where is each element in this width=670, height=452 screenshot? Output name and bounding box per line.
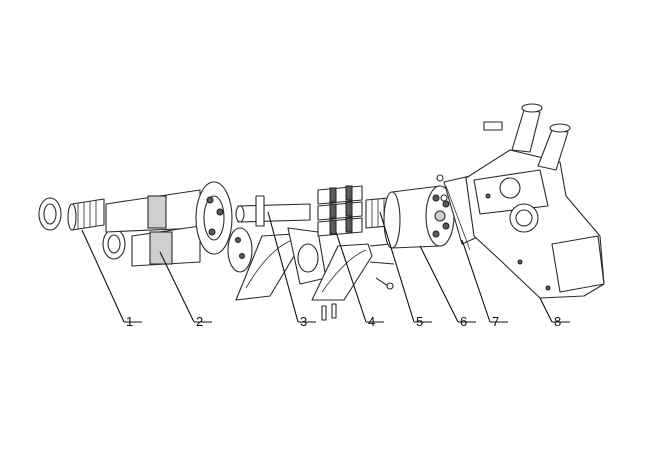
callout-8: 8 [554, 314, 561, 329]
leader-1 [81, 229, 125, 323]
callout-7: 7 [492, 314, 499, 329]
callout-5: 5 [416, 314, 423, 329]
part-8-housing [465, 103, 605, 299]
callout-labels: 1 2 3 4 5 6 7 8 [126, 314, 561, 329]
part-4-piston-group [311, 185, 395, 321]
leader-3 [267, 211, 299, 323]
part-3-yoke-assembly [235, 195, 327, 301]
leader-4 [335, 231, 367, 323]
part-2-drive-shaft-assembly [102, 181, 253, 273]
callout-2: 2 [196, 314, 203, 329]
leader-8 [539, 297, 553, 323]
callout-leaders [81, 211, 570, 323]
leader-5 [379, 211, 415, 323]
callout-6: 6 [460, 314, 467, 329]
leader-6 [419, 245, 459, 323]
callout-4: 4 [368, 314, 375, 329]
callout-1: 1 [126, 314, 133, 329]
leader-7 [461, 239, 491, 323]
leader-2 [159, 251, 195, 323]
callout-3: 3 [300, 314, 307, 329]
part-6-cylinder-barrel [383, 185, 455, 249]
part-1-seal-and-shaft [38, 197, 105, 231]
